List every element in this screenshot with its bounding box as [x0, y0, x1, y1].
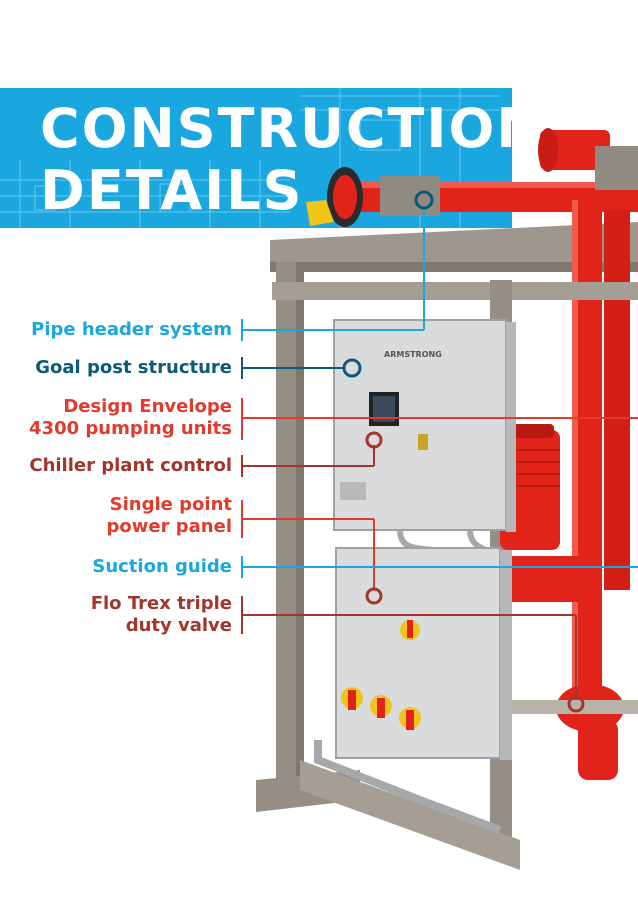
callout-suction-guide-text: Suction guide [92, 556, 232, 577]
pipe-clamp-right [595, 146, 638, 190]
leader-suction-guide [241, 556, 638, 578]
leader-design-envelope [241, 398, 638, 440]
display-glass [373, 396, 395, 422]
frame-top-deck [270, 222, 638, 262]
callout-design-envelope-line-1: Design Envelope [63, 396, 232, 417]
target-power-panel [365, 587, 383, 605]
frame-post-left [276, 262, 296, 782]
base-conduit [314, 740, 502, 834]
callout-leaders [241, 208, 638, 696]
pipe-flange-top [538, 128, 558, 172]
leader-power-panel [241, 500, 375, 588]
valve-body [578, 720, 618, 780]
callout-design-envelope: Design Envelope 4300 pumping units [29, 396, 232, 440]
target-chiller-control [365, 431, 383, 449]
page-title: CONSTRUCTION DETAILS [40, 98, 544, 222]
disconnect-switches [341, 687, 421, 730]
target-flo-trex [567, 695, 585, 713]
pipe-riser-far [604, 210, 630, 590]
frame-post-left-shade [296, 262, 304, 782]
power-panel-side [500, 550, 512, 760]
callout-suction-guide: Suction guide [92, 556, 232, 578]
control-panel-side [506, 322, 516, 532]
title-banner-lower [0, 158, 290, 228]
callout-flo-trex: Flo Trex triple duty valve [91, 593, 232, 637]
callout-pipe-header: Pipe header system [31, 319, 232, 341]
callout-flo-trex-line-2: duty valve [125, 615, 232, 636]
target-pipe-header [414, 190, 434, 210]
callout-power-panel-line-1: Single point [109, 494, 232, 515]
pump-motor-cap [506, 424, 554, 438]
frame-base-rail [300, 760, 520, 870]
callout-targets [342, 190, 585, 713]
target-goal-post [342, 358, 362, 378]
title-line-2: DETAILS [40, 159, 304, 222]
leader-pipe-header [241, 208, 425, 341]
frame-cross-beam [272, 282, 638, 300]
callout-power-panel-line-2: power panel [106, 516, 232, 537]
panel-door-latch [418, 434, 428, 450]
callout-chiller-control-text: Chiller plant control [29, 455, 232, 476]
leader-flo-trex [241, 596, 577, 696]
callout-chiller-control: Chiller plant control [29, 455, 232, 477]
main-disconnect-handle [407, 620, 413, 638]
callout-goal-post-text: Goal post structure [35, 357, 232, 378]
leader-goal-post [241, 357, 345, 379]
yellow-lifting-lug [306, 200, 334, 226]
pipe-riser-highlight [572, 200, 578, 720]
frame-top-deck-edge [270, 262, 638, 272]
panel-nameplate [340, 482, 366, 500]
callout-pipe-header-text: Pipe header system [31, 319, 232, 340]
callout-flo-trex-line-1: Flo Trex triple [90, 593, 232, 614]
pipe-flange-left-face [333, 175, 357, 219]
pipe-header-highlight [330, 182, 638, 188]
title-line-1: CONSTRUCTION [40, 97, 544, 160]
panel-brand: ARMSTRONG [384, 350, 442, 359]
callout-design-envelope-line-2: 4300 pumping units [29, 418, 232, 439]
callout-power-panel: Single point power panel [107, 494, 232, 538]
callout-goal-post: Goal post structure [35, 357, 232, 379]
pipe-elbow-top [540, 130, 610, 170]
